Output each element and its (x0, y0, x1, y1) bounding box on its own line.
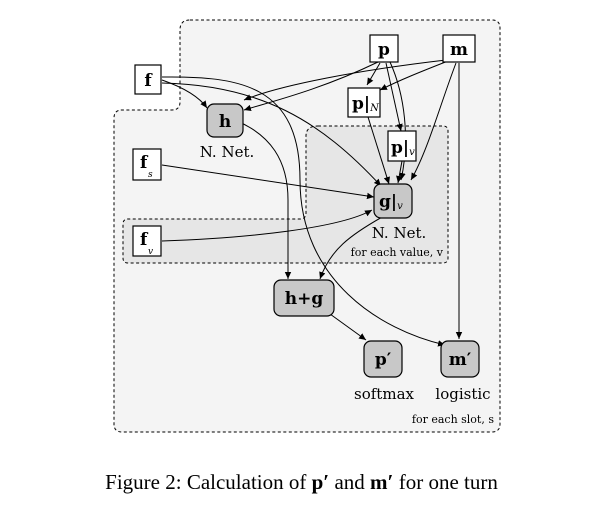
label-logistic: logistic (435, 385, 490, 403)
label-h: h (219, 112, 231, 132)
label-p-v: p| (391, 138, 409, 158)
label-p-n: p| (352, 94, 370, 114)
edge-p-h (243, 61, 379, 112)
label-p-v-sub: v (409, 147, 415, 158)
label-g-net: N. Net. (372, 224, 427, 242)
edge-p-gv (389, 61, 406, 181)
caption-suffix: for one turn (393, 470, 498, 494)
label-f-v: f (140, 230, 149, 250)
node-f-s: f s (132, 148, 162, 181)
label-g-v-sub: v (397, 201, 403, 212)
node-p-prime: p′ (363, 340, 403, 378)
caption-middle: and (329, 470, 371, 494)
label-f-v-sub: v (148, 247, 153, 257)
node-p-n: p|N (347, 87, 381, 118)
edge-fs-gv (161, 164, 375, 200)
label-for-each-value: for each value, v (351, 246, 444, 259)
edge-f-h (161, 79, 208, 109)
label-f-s-sub: s (148, 170, 153, 180)
edge-p-pn (366, 62, 381, 86)
edge-m-gv (410, 62, 457, 181)
node-h: h (206, 103, 244, 138)
edge-pn-gv (367, 116, 390, 185)
edge-f-gv (161, 82, 382, 187)
node-p: p (369, 34, 399, 63)
edge-f-mprime (161, 76, 446, 347)
label-h-net: N. Net. (200, 143, 255, 161)
edge-gv-hg (319, 215, 385, 280)
value-region (122, 125, 449, 264)
node-p-v: p|v (387, 130, 417, 162)
label-p: p (378, 40, 390, 60)
edge-hg-pprime (329, 313, 367, 341)
label-m-prime: m′ (449, 350, 472, 370)
edge-m-h (243, 59, 447, 101)
label-for-each-slot: for each slot, s (412, 413, 494, 426)
edge-m-pn (379, 60, 449, 91)
node-f-v: f v (132, 225, 162, 257)
edge-p-pv (385, 62, 403, 132)
label-h-plus-g: h+g (285, 289, 324, 309)
label-f: f (144, 71, 153, 91)
label-g-v: g| (379, 192, 397, 212)
edge-h-hg (236, 120, 292, 279)
node-g-v: g|v (373, 183, 413, 219)
label-m: m (450, 40, 468, 60)
caption-p: p′ (311, 470, 330, 494)
node-m-prime: m′ (440, 340, 480, 378)
label-softmax: softmax (354, 385, 414, 403)
figure-caption: Figure 2: Calculation of p′ and m′ for o… (0, 470, 603, 495)
node-m: m (442, 34, 476, 63)
node-h-plus-g: h+g (273, 279, 335, 317)
svg-text:g|v: g|v (379, 192, 403, 212)
svg-text:p|N: p|N (352, 94, 380, 114)
edge-pv-gv (396, 160, 403, 184)
svg-text:p|v: p|v (391, 138, 415, 158)
label-f-s: f (140, 153, 149, 173)
label-p-prime: p′ (375, 350, 392, 370)
label-p-n-sub: N (369, 103, 380, 114)
caption-m: m′ (370, 470, 394, 494)
caption-prefix: Figure 2: Calculation of (105, 470, 312, 494)
node-f: f (134, 64, 162, 95)
